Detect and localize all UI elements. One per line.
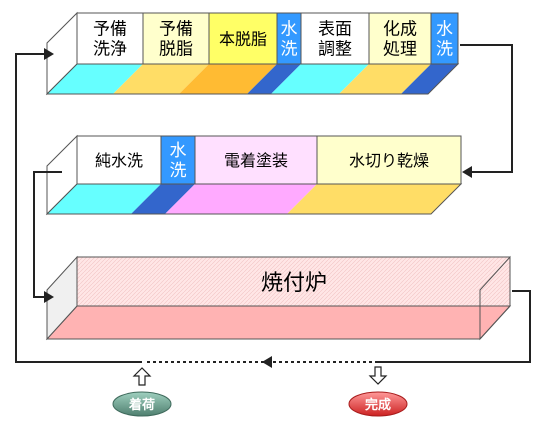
stage-hyomen-label-0: 表面 [318, 20, 352, 40]
arrow-into-line1 [44, 48, 54, 60]
stage-yobidashi-label-0: 予備 [159, 20, 193, 40]
stage-yobisenjo-front-face [76, 12, 144, 65]
line2-bottom-outline [45, 183, 463, 215]
stage-junsuisen-label-0: 純水洗 [95, 151, 143, 170]
loading-up-arrow [132, 367, 152, 386]
oven-top-face [45, 305, 512, 340]
oven-label: 焼付炉 [261, 271, 327, 296]
completion-label: 完成 [365, 397, 391, 413]
stage-suisen1-label-0: 水 [281, 20, 298, 40]
stage-junsuisen-front-face [76, 135, 162, 185]
pretreatment-line: 予備洗浄予備脱脂本脱脂水洗表面調整化成処理水洗 [45, 11, 460, 96]
stage-denchaku-label-0: 電着塗装 [224, 151, 288, 170]
stage-suisen2-front-face [430, 12, 459, 65]
stage-hondashi-bottom-face [179, 64, 277, 94]
stage-mizukiri-front-face [316, 135, 462, 185]
stage-kasei-label-1: 処理 [383, 40, 417, 60]
stage-denchaku-front-face [194, 135, 318, 185]
line1-bottom-outline [45, 63, 460, 95]
arrow-dotted-mid [262, 356, 272, 368]
stage-kasei-bottom-face [339, 64, 431, 94]
stage-mizukiri-label-0: 水切り乾燥 [349, 151, 429, 170]
stage-yobidashi-bottom-face [113, 64, 209, 94]
stage-kasei-label-0: 化成 [383, 20, 417, 40]
arrowheads [44, 48, 472, 368]
stage-suisen3-label-0: 水 [170, 141, 187, 161]
completion-down-arrow [368, 366, 388, 385]
baking-oven-line: 焼付炉 [45, 255, 512, 341]
completion-badge: 完成 [348, 391, 408, 417]
electrodeposition-line: 純水洗 水洗 電着塗装 水切り乾燥 [45, 134, 463, 216]
stage-yobisenjo-label-1: 洗浄 [93, 40, 127, 60]
connector-return-right [378, 290, 531, 363]
stage-denchaku-bottom-face [165, 184, 317, 214]
stage-yobisenjo-label-0: 予備 [93, 20, 127, 40]
stage-junsuisen-bottom-face [47, 184, 161, 214]
stage-hondashi-front-face [208, 12, 278, 65]
flow-connectors [15, 44, 531, 363]
connector-line1-to-line2 [460, 44, 513, 173]
stage-suisen1-label-1: 洗 [281, 40, 298, 60]
stage-suisen1-bottom-face [247, 64, 301, 94]
stage-hyomen-label-1: 調整 [318, 40, 352, 60]
oven-right-face [479, 255, 511, 341]
stage-hyomen-bottom-face [271, 64, 369, 94]
stage-suisen3-label-1: 洗 [170, 161, 187, 181]
loading-label: 着荷 [128, 397, 155, 413]
connector-line2-to-line3 [33, 171, 62, 298]
stage-hondashi-label-0: 本脱脂 [219, 30, 267, 49]
loading-badge: 着荷 [112, 391, 172, 417]
stage-mizukiri-bottom-face [287, 184, 461, 214]
connector-return-left [15, 53, 142, 363]
stage-yobisenjo-bottom-face [47, 64, 143, 94]
arrow-into-line3 [44, 291, 54, 303]
oven-front-face [76, 256, 511, 307]
stage-yobidashi-label-1: 脱脂 [159, 40, 193, 60]
stage-suisen2-label-0: 水 [436, 20, 453, 40]
stage-suisen2-bottom-face [401, 64, 458, 94]
stage-suisen3-bottom-face [131, 184, 195, 214]
stage-suisen2-label-1: 洗 [436, 40, 453, 60]
arrow-into-line2 [462, 166, 472, 178]
